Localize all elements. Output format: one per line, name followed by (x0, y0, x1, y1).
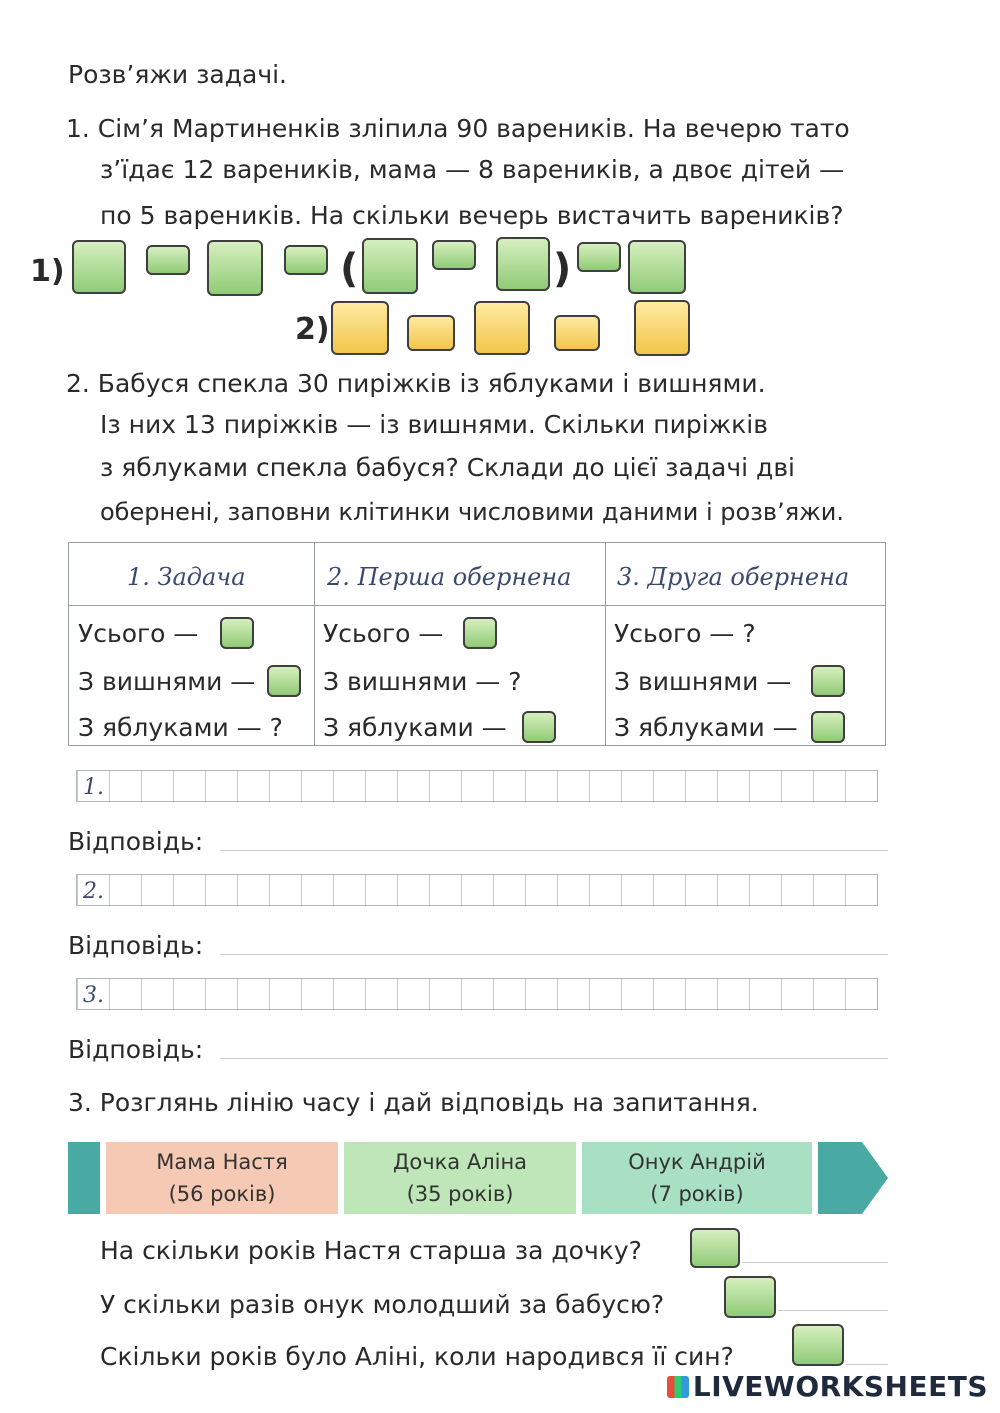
col2-total-box[interactable] (463, 617, 497, 649)
question-1-answer-box[interactable] (690, 1228, 740, 1268)
task1-line-1: 1. Сім’я Мартиненків зліпила 90 вареникі… (66, 114, 850, 143)
col1-total-box[interactable] (220, 617, 254, 649)
solution-grid-3[interactable]: 3. (76, 978, 878, 1010)
timeline-grandson-name: Онук Андрій (628, 1150, 766, 1174)
col3-apple-box[interactable] (811, 711, 845, 743)
col3-cherry-label: З вишнями — (614, 667, 792, 696)
question-line-2 (778, 1310, 888, 1311)
timeline-segment-mother: Мама Настя (56 років) (106, 1142, 338, 1214)
task1-line-2: з’їдає 12 вареників, мама — 8 вареників,… (100, 155, 845, 184)
step2-result-box[interactable] (634, 300, 690, 356)
col2-apple-box[interactable] (522, 711, 556, 743)
question-3: Скільки років було Аліні, коли народився… (100, 1342, 734, 1371)
answer-label-2: Відповідь: (68, 931, 204, 960)
step1-operator-box-2[interactable] (284, 245, 328, 275)
step2-operator-box-1[interactable] (407, 315, 455, 351)
step1-number-box-4[interactable] (496, 237, 550, 291)
col3-total-label: Усього — ? (614, 619, 756, 648)
col2-cherry-label: З вишнями — ? (323, 667, 522, 696)
step2-label: 2) (295, 312, 330, 347)
step1-number-box-1[interactable] (72, 240, 126, 294)
question-3-answer-box[interactable] (792, 1324, 844, 1366)
col3-apple-label: З яблуками — (614, 713, 798, 742)
answer-label-3: Відповідь: (68, 1035, 204, 1064)
logo-text: LIVEWORKSHEETS (692, 1370, 988, 1403)
solution-grid-number: 2. (83, 879, 104, 904)
step1-result-box[interactable] (628, 240, 686, 294)
col2-total-label: Усього — (323, 619, 444, 648)
task2-line-3: з яблуками спекла бабуся? Склади до цієї… (100, 453, 795, 482)
table-divider (605, 543, 606, 745)
solution-grid-1[interactable]: 1. (76, 770, 878, 802)
col1-cherry-box[interactable] (267, 665, 301, 697)
table-header-second-inverse: 3. Друга обернена (617, 563, 850, 591)
close-paren: ) (553, 246, 572, 292)
step1-number-box-3[interactable] (362, 238, 418, 294)
task2-line-2: Із них 13 пиріжків — із вишнями. Скільки… (100, 410, 768, 439)
logo-icon (666, 1376, 689, 1398)
col1-cherry-label: З вишнями — (78, 667, 256, 696)
timeline-segment-daughter: Дочка Аліна (35 років) (344, 1142, 576, 1214)
solution-grid-number: 1. (83, 775, 104, 800)
timeline-arrow-icon (818, 1142, 888, 1214)
table-divider (314, 543, 315, 745)
task3-title: 3. Розглянь лінію часу і дай відповідь н… (68, 1088, 759, 1117)
task2-table: 1. Задача 2. Перша обернена 3. Друга обе… (68, 542, 886, 746)
timeline-segment-grandson: Онук Андрій (7 років) (582, 1142, 812, 1214)
question-line-1 (742, 1262, 888, 1263)
solution-grid-number: 3. (83, 983, 104, 1008)
col1-total-label: Усього — (78, 619, 199, 648)
step2-number-box-1[interactable] (331, 301, 389, 355)
open-paren: ( (340, 246, 359, 292)
question-2: У скільки разів онук молодший за бабусю? (100, 1290, 665, 1319)
step2-number-box-2[interactable] (474, 301, 530, 355)
timeline-mother-name: Мама Настя (156, 1150, 288, 1174)
task1-line-3: по 5 вареників. На скільки вечерь вистач… (100, 201, 844, 230)
page-heading: Розв’яжи задачі. (68, 60, 287, 89)
answer-line-2[interactable] (220, 954, 888, 955)
timeline-mother-age: (56 років) (168, 1182, 276, 1206)
liveworksheets-logo: LIVEWORKSHEETS (666, 1370, 988, 1403)
question-1: На скільки років Настя старша за дочку? (100, 1236, 642, 1265)
step1-operator-box-3[interactable] (432, 240, 476, 270)
timeline-daughter-name: Дочка Аліна (392, 1150, 528, 1174)
step1-operator-box-4[interactable] (577, 242, 621, 272)
question-line-3 (846, 1364, 888, 1365)
step1-number-box-2[interactable] (207, 240, 263, 296)
task2-line-1: 2. Бабуся спекла 30 пиріжків із яблуками… (66, 369, 766, 398)
answer-label-1: Відповідь: (68, 827, 204, 856)
col2-apple-label: З яблуками — (323, 713, 507, 742)
question-2-answer-box[interactable] (724, 1276, 776, 1318)
timeline-start-cap (68, 1142, 100, 1214)
table-header-first-inverse: 2. Перша обернена (327, 563, 572, 591)
col3-cherry-box[interactable] (811, 665, 845, 697)
table-header-task: 1. Задача (127, 563, 246, 591)
step2-operator-box-2[interactable] (554, 315, 600, 351)
solution-grid-2[interactable]: 2. (76, 874, 878, 906)
timeline-grandson-age: (7 років) (650, 1182, 744, 1206)
task2-line-4: обернені, заповни клітинки числовими дан… (100, 498, 844, 526)
step1-operator-box-1[interactable] (146, 245, 190, 275)
answer-line-1[interactable] (220, 850, 888, 851)
timeline-daughter-age: (35 років) (406, 1182, 514, 1206)
step1-label: 1) (30, 254, 65, 289)
table-divider (69, 605, 885, 606)
answer-line-3[interactable] (220, 1058, 888, 1059)
col1-apple-label: З яблуками — ? (78, 713, 283, 742)
